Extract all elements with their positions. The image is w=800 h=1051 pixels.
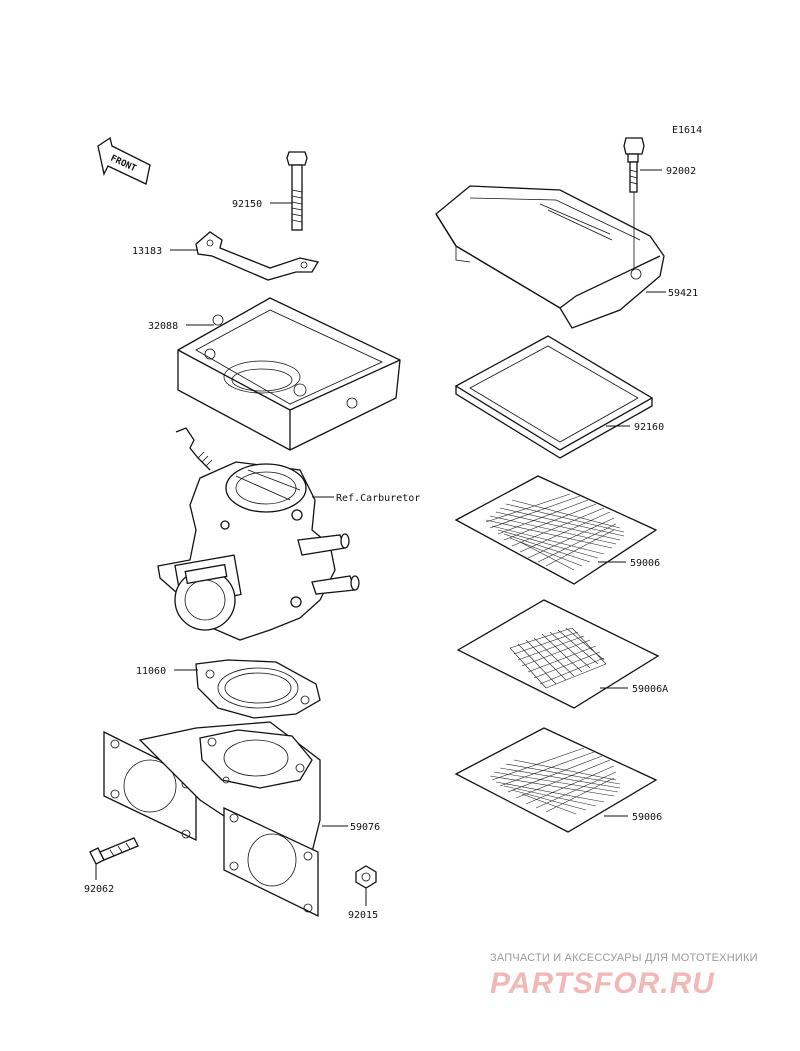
- label-92150: 92150: [232, 199, 262, 210]
- screw-92062: [89, 837, 139, 865]
- label-92015: 92015: [348, 910, 378, 921]
- air-box-base-32088: [177, 297, 401, 451]
- screen-59006A: [456, 599, 660, 709]
- bracket-13183: [195, 231, 320, 281]
- label-59006A: 59006A: [632, 684, 668, 695]
- screen-59006-bottom: [454, 727, 658, 833]
- bolt-92150: [286, 151, 308, 231]
- label-11060: 11060: [136, 666, 166, 677]
- label-13183: 13183: [132, 246, 162, 257]
- gasket-11060: [195, 659, 321, 719]
- watermark-tagline: ЗАПЧАСТИ И АКСЕССУАРЫ ДЛЯ МОТОТЕХНИКИ: [490, 952, 758, 964]
- label-92002: 92002: [666, 166, 696, 177]
- gasket-92160: [454, 335, 654, 459]
- screen-59006-top: [454, 475, 658, 585]
- label-59006-top: 59006: [630, 558, 660, 569]
- label-92160: 92160: [634, 422, 664, 433]
- nut-92015: [355, 865, 377, 889]
- manifold-59076: [103, 721, 321, 918]
- watermark-logo: PARTSFOR.RU: [490, 967, 715, 1000]
- label-ref-carburetor: Ref.Carburetor: [336, 493, 420, 504]
- cover-59421: [435, 185, 665, 329]
- label-59076: 59076: [350, 822, 380, 833]
- label-92062: 92062: [84, 884, 114, 895]
- carburetor-ref: [157, 427, 360, 641]
- label-59006-bottom: 59006: [632, 812, 662, 823]
- bolt-92002: [623, 137, 645, 193]
- label-32088: 32088: [148, 321, 178, 332]
- front-arrow-icon: FRONT: [97, 136, 151, 185]
- diagram-code: E1614: [672, 125, 702, 136]
- label-59421: 59421: [668, 288, 698, 299]
